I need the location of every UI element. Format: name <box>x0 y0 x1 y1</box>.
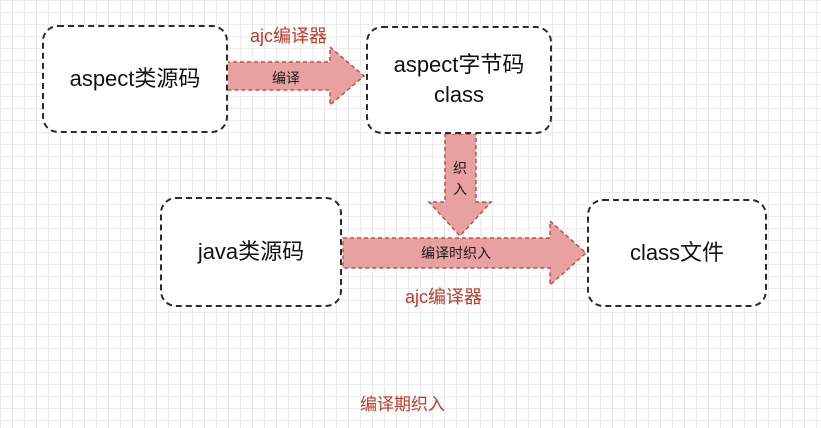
weave-arrow-text: 织 入 <box>452 158 468 200</box>
class-file-label: class文件 <box>629 240 725 266</box>
java-source-box: java类源码 <box>160 197 342 307</box>
compile-weave-arrow-text: 编译时织入 <box>421 245 491 261</box>
aspect-bytecode-label: aspect字节码 <box>393 52 525 78</box>
java-source-label: java类源码 <box>197 239 305 265</box>
weave-char-2: 入 <box>453 181 467 197</box>
ajc-compiler-label-bottom: ajc编译器 <box>405 287 483 307</box>
weave-char-1: 织 <box>453 160 467 176</box>
class-file-box: class文件 <box>587 199 767 307</box>
ajc-compiler-label-top: ajc编译器 <box>250 26 328 46</box>
aspect-source-label: aspect类源码 <box>69 66 201 92</box>
weave-arrow-down <box>427 133 493 238</box>
aspect-source-box: aspect类源码 <box>42 25 228 133</box>
compile-weave-arrow <box>342 219 588 287</box>
compile-arrow-top <box>225 45 366 107</box>
diagram-caption: 编译期织入 <box>360 395 445 414</box>
compile-arrow-text: 编译 <box>272 70 300 86</box>
aspect-bytecode-box: aspect字节码 class <box>366 26 552 134</box>
aspect-bytecode-class-label: class <box>433 82 485 107</box>
